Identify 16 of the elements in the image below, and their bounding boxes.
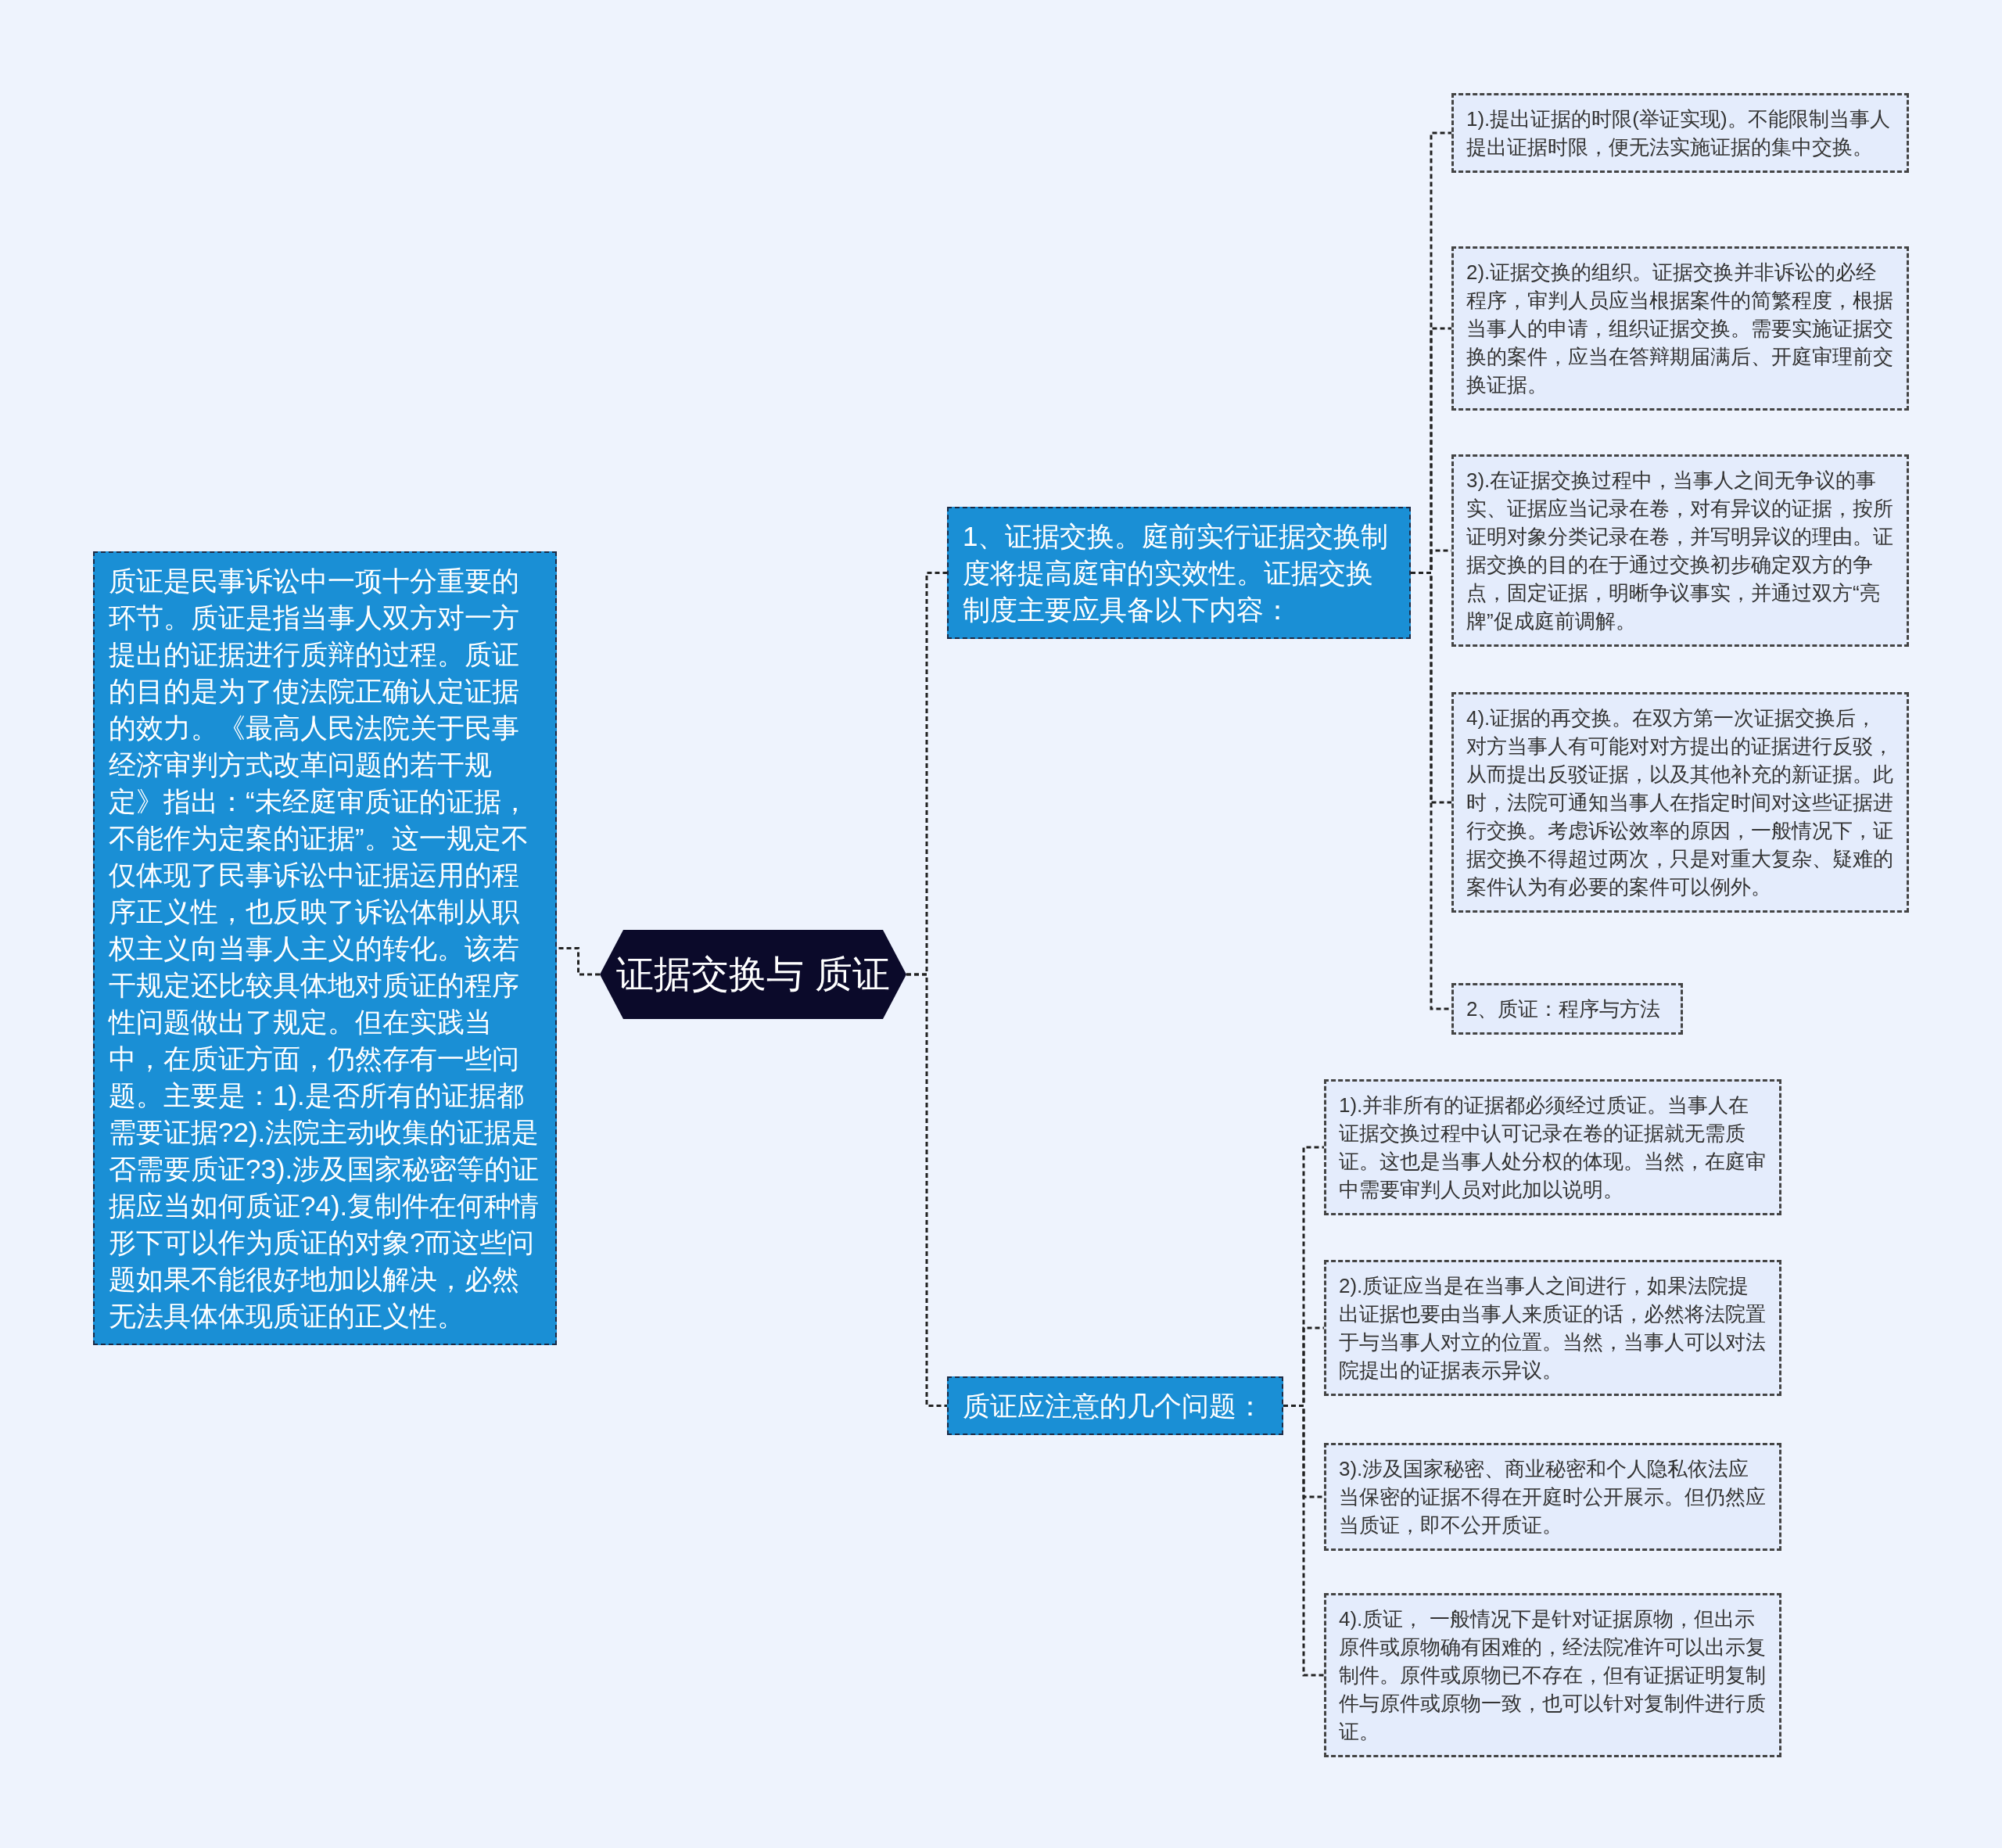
note-box: 2、质证：程序与方法 xyxy=(1451,983,1683,1035)
note-box: 4).质证， 一般情况下是针对证据原物，但出示原件或原物确有困难的，经法院准许可以出示复制件。原件或原物已不存在，但有证据证明复制件与原件或原物一致，也可以针对复制件进行质证。 xyxy=(1324,1593,1781,1757)
note-box: 4).证据的再交换。在双方第一次证据交换后，对方当事人有可能对对方提出的证据进行反驳，从而提出反驳证据，以及其他补充的新证据。此时，法院可通知当事人在指定时间对这些证据进行交换。考虑诉讼效率的原因，一般情况下，证据交换不得超过两次，只是对重大复杂、疑难的案件认为有必要的案件可以例外。 xyxy=(1451,692,1909,913)
note-box: 1).并非所有的证据都必须经过质证。当事人在证据交换过程中认可记录在卷的证据就无需质证。这也是当事人处分权的体现。当然，在庭审中需要审判人员对此加以说明。 xyxy=(1324,1079,1781,1215)
note-box: 1).提出证据的时限(举证实现)。不能限制当事人提出证据时限，便无法实施证据的集中交换。 xyxy=(1451,93,1909,173)
note-box: 3).在证据交换过程中，当事人之间无争议的事实、证据应当记录在卷，对有异议的证据，按所证明对象分类记录在卷，并写明异议的理由。证据交换的目的在于通过交换初步确定双方的争点，固定证据，明晰争议事实，并通过双方“亮牌”促成庭前调解。 xyxy=(1451,454,1909,647)
text-box: 质证是民事诉讼中一项十分重要的环节。质证是指当事人双方对一方提出的证据进行质辩的过程。质证的目的是为了使法院正确认定证据的效力。《最高人民法院关于民事经济审判方式改革问题的若干规定》指出：“未经庭审质证的证据，不能作为定案的证据”。这一规定不仅体现了民事诉讼中证据运用的程序正义性，也反映了诉讼体制从职权主义向当事人主义的转化。该若干规定还比较具体地对质证的程序性问题做出了规定。但在实践当中，在质证方面，仍然存有一些问题。主要是：1).是否所有的证据都需要证据?2).法院主动收集的证据是否需要质证?3).涉及国家秘密等的证据应当如何质证?4).复制件在何种情形下可以作为质证的对象?而这些问题如果不能很好地加以解决，必然无法具体体现质证的正义性。 xyxy=(93,551,557,1345)
connector-line xyxy=(906,973,947,1407)
note-box: 3).涉及国家秘密、商业秘密和个人隐私依法应当保密的证据不得在开庭时公开展示。但仍然应当质证，即不公开质证。 xyxy=(1324,1443,1781,1551)
connector-line xyxy=(557,947,600,976)
topic-hexagon: 证据交换与 质证 xyxy=(600,930,906,1019)
connector-line xyxy=(1283,1405,1324,1677)
topic-box: 1、证据交换。庭前实行证据交换制度将提高庭审的实效性。证据交换制度主要应具备以下内容： xyxy=(947,507,1411,639)
note-box: 2).质证应当是在当事人之间进行，如果法院提出证据也要由当事人来质证的话，必然将法院置于与当事人对立的位置。当然，当事人可以对法院提出的证据表示异议。 xyxy=(1324,1260,1781,1396)
topic-box: 质证应注意的几个问题： xyxy=(947,1376,1283,1435)
note-box: 2).证据交换的组织。证据交换并非诉讼的必经程序，审判人员应当根据案件的简繁程度，根据当事人的申请，组织证据交换。需要实施证据交换的案件，应当在答辩期届满后、开庭审理前交换证据。 xyxy=(1451,246,1909,411)
